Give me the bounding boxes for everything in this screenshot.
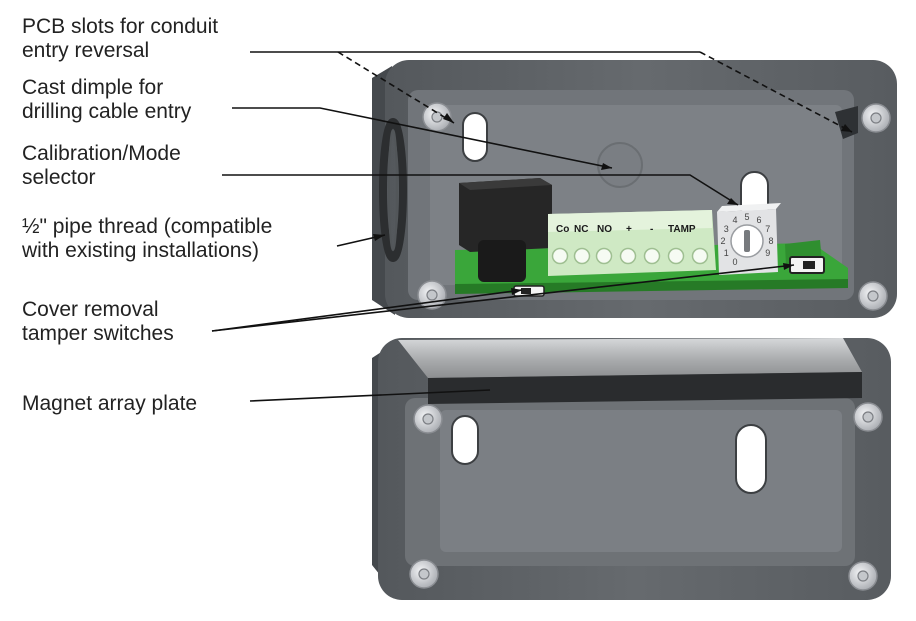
screw-icon [848, 561, 878, 591]
leader-lines [211, 51, 853, 402]
leader-cast-dimple [232, 107, 613, 169]
pcb-board-edge [455, 279, 848, 294]
leader-tamper-left [211, 289, 523, 332]
cover-slot-left [451, 415, 479, 465]
label-cast-dimple-line2: drilling cable entry [22, 100, 192, 123]
terminal-label: Co [556, 224, 569, 235]
label-cast-dimple-line1: Cast dimple for [22, 76, 163, 99]
tamper-switch-right-actuator [803, 261, 815, 269]
leader-pcb-slots-right [699, 51, 853, 133]
screw-icon [861, 103, 891, 133]
dial-digit: 9 [765, 248, 770, 258]
terminal-label: TAMP [668, 224, 696, 235]
leader-pcb-slots-left [337, 51, 455, 124]
label-pipe-thread-line2: with existing installations) [21, 239, 259, 262]
arrowhead-pipe [373, 234, 385, 241]
leader-tamper-right [211, 264, 795, 332]
label-pcb-slots-line1: PCB slots for conduit [22, 15, 218, 38]
label-calibration-line1: Calibration/Mode [22, 142, 181, 165]
leader-calibration [222, 174, 739, 206]
terminal-label: - [650, 224, 653, 235]
arrowhead-pcb-right [841, 124, 852, 132]
terminal-screw [595, 247, 613, 265]
terminal-screw [573, 247, 591, 265]
pipe-thread-opening [379, 118, 407, 262]
terminal-screw [643, 247, 661, 265]
terminal-screw [551, 247, 569, 265]
mounting-slot-left [462, 112, 488, 162]
arrowhead-tamper-left [511, 288, 522, 295]
dial-digit: 7 [765, 224, 770, 234]
dial-digit: 0 [732, 257, 737, 267]
label-pipe-thread-line1: ½" pipe thread (compatible [22, 215, 272, 238]
terminal-screw [667, 247, 685, 265]
bottom-cover [372, 338, 891, 600]
magnet-array-plate [398, 338, 862, 404]
terminal-labels: Co NC NO + - TAMP [556, 224, 696, 235]
callout-labels: PCB slots for conduit entry reversal Cas… [21, 15, 272, 415]
cover-slot-right [735, 424, 767, 494]
arrowhead-tamper-right [783, 263, 794, 270]
terminal-screws [551, 247, 709, 265]
black-connector [459, 178, 552, 282]
dial-digit: 2 [720, 236, 725, 246]
pcb-slot-right [835, 106, 858, 139]
arrowhead-calibration [727, 198, 738, 205]
dial-digit: 6 [756, 215, 761, 225]
bottom-cover-cavity-floor [440, 410, 842, 552]
dial-digit: 3 [724, 224, 729, 234]
pipe-thread-opening-inner [388, 129, 398, 251]
arrowhead-pcb-left [443, 113, 454, 123]
arrowhead-dimple [601, 163, 612, 170]
label-calibration-line2: selector [22, 166, 96, 189]
tamper-switch-left-actuator [521, 288, 531, 294]
terminal-screw [691, 247, 709, 265]
terminal-label: + [626, 224, 632, 235]
dial-digit: 4 [732, 215, 737, 225]
screw-icon [422, 102, 452, 132]
dial-digit: 1 [724, 248, 729, 258]
label-tamper-line2: tamper switches [22, 322, 174, 345]
label-pcb-slots-line2: entry reversal [22, 39, 149, 62]
screw-icon [409, 559, 439, 589]
terminal-screw [619, 247, 637, 265]
screw-icon [413, 404, 443, 434]
top-enclosure-screws [417, 102, 891, 311]
leader-arrowheads [373, 113, 852, 295]
terminal-label: NC [574, 224, 588, 235]
dial-digit: 8 [768, 236, 773, 246]
label-magnet-plate: Magnet array plate [22, 392, 197, 415]
leader-magnet-plate [249, 389, 491, 402]
bottom-cover-screws [409, 402, 883, 591]
screw-icon [858, 281, 888, 311]
screw-icon [853, 402, 883, 432]
dial-digit: 5 [744, 212, 749, 222]
terminal-label: NO [597, 224, 612, 235]
screw-icon [417, 280, 447, 310]
terminal-block: Co NC NO + - TAMP [548, 210, 716, 276]
label-tamper-line1: Cover removal [22, 298, 159, 321]
